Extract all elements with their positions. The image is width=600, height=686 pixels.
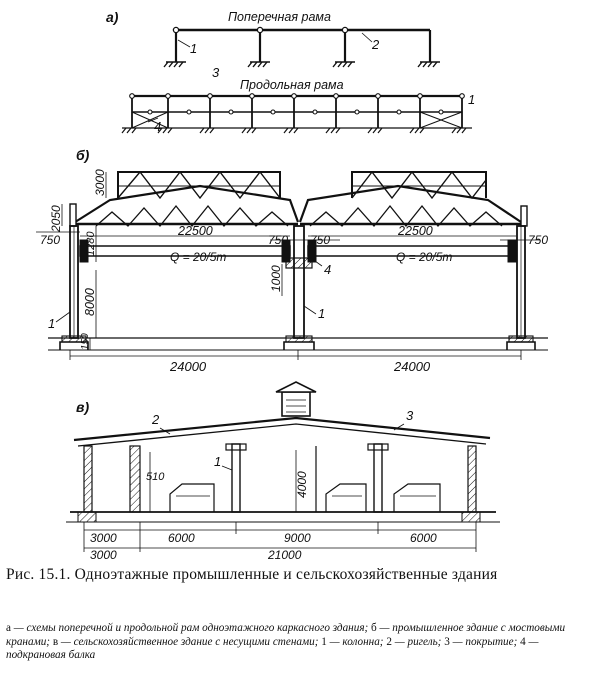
dim-column-top-height: 1000	[269, 265, 283, 292]
columns	[48, 225, 548, 351]
panel-c-dimension-lines	[83, 450, 477, 552]
legend-text-b: — промышленное здание с мостовыми кранам…	[6, 622, 566, 648]
dim-span-left: 24000	[169, 359, 207, 374]
dim-span-right: 24000	[393, 359, 431, 374]
dim-seg-4: 6000	[410, 531, 437, 545]
legend-text-a: — схемы поперечной и продольной рам одно…	[10, 622, 372, 634]
dim-crane-beam-height: 1280	[85, 231, 97, 256]
marker-b-4: 4	[324, 262, 331, 277]
legend-key-a: а	[6, 622, 11, 634]
legend-key-4: 4	[520, 635, 526, 648]
panel-c: в)	[66, 381, 500, 560]
legend-text-3: — покрытие;	[449, 635, 521, 648]
panel-a: а) Поперечная рама	[106, 9, 475, 134]
dim-truss-height: 3000	[93, 169, 107, 196]
marker-a-1b: 1	[468, 92, 475, 107]
transverse-frame	[163, 26, 440, 68]
dim-overall-left: 3000	[90, 548, 117, 560]
dim-inner-height: 4000	[295, 471, 309, 498]
dim-crane-offset-right: 750	[528, 233, 548, 247]
legend-text-2: — ригель;	[391, 635, 445, 648]
dim-crane-offset-mid-right: 750	[310, 233, 330, 247]
marker-c-3: 3	[406, 408, 414, 423]
longitudinal-frame-title: Продольная рама	[240, 78, 344, 92]
legend-key-b: б	[371, 622, 377, 634]
marker-a-2: 2	[371, 37, 380, 52]
dim-wall-height: 510	[146, 471, 165, 483]
crane-capacity-right: Q = 20/5т	[396, 250, 452, 264]
legend-key-3: 3	[444, 635, 450, 648]
marker-a-1: 1	[190, 41, 197, 56]
panel-b-label: б)	[76, 147, 90, 163]
dim-crane-offset-mid-left: 750	[268, 233, 288, 247]
marker-c-1: 1	[214, 454, 221, 469]
longitudinal-frame	[121, 93, 472, 134]
dim-crane-span-right: 22500	[397, 224, 433, 238]
marker-b-1-mid: 1	[318, 306, 325, 321]
panel-a-label: а)	[106, 9, 119, 25]
legend-key-1: 1	[321, 635, 327, 648]
legend-key-c: в	[52, 635, 59, 648]
dim-seg-2: 6000	[168, 531, 195, 545]
marker-a-4: 4	[154, 119, 161, 134]
legend-text-4: — подкрановая балка	[6, 635, 539, 662]
dim-eave-height: 2050	[49, 205, 63, 233]
caption-legend: а — схемы поперечной и продольной рам од…	[6, 622, 594, 663]
crane-capacity-left: Q = 20/5т	[170, 250, 226, 264]
panel-b-dimension-lines	[36, 172, 540, 360]
dim-crane-span-left: 22500	[177, 224, 213, 238]
panel-b: б)	[36, 147, 548, 374]
dim-seg-1: 3000	[90, 531, 117, 545]
dim-base-height: 150	[80, 333, 91, 350]
legend-key-2: 2	[386, 635, 392, 648]
farm-building	[66, 381, 500, 523]
dim-seg-3: 9000	[284, 531, 311, 545]
marker-a-3: 3	[212, 65, 220, 80]
marker-c-2: 2	[151, 412, 160, 427]
transverse-frame-title: Поперечная рама	[228, 10, 331, 24]
figure-drawing: а) Поперечная рама	[36, 9, 548, 560]
dim-crane-offset-left: 750	[40, 233, 60, 247]
marker-b-1-left: 1	[48, 316, 55, 331]
dim-overall-total: 21000	[267, 548, 302, 560]
panel-c-label: в)	[76, 399, 89, 415]
dim-column-height: 8000	[83, 288, 97, 316]
legend-text-1: — колонна;	[326, 635, 387, 648]
legend-text-c: — сельскохозяйственное здание с несущими…	[58, 635, 322, 648]
roof-trusses	[69, 170, 528, 228]
caption-title: Рис. 15.1. Одноэтажные промышленные и се…	[6, 566, 498, 583]
